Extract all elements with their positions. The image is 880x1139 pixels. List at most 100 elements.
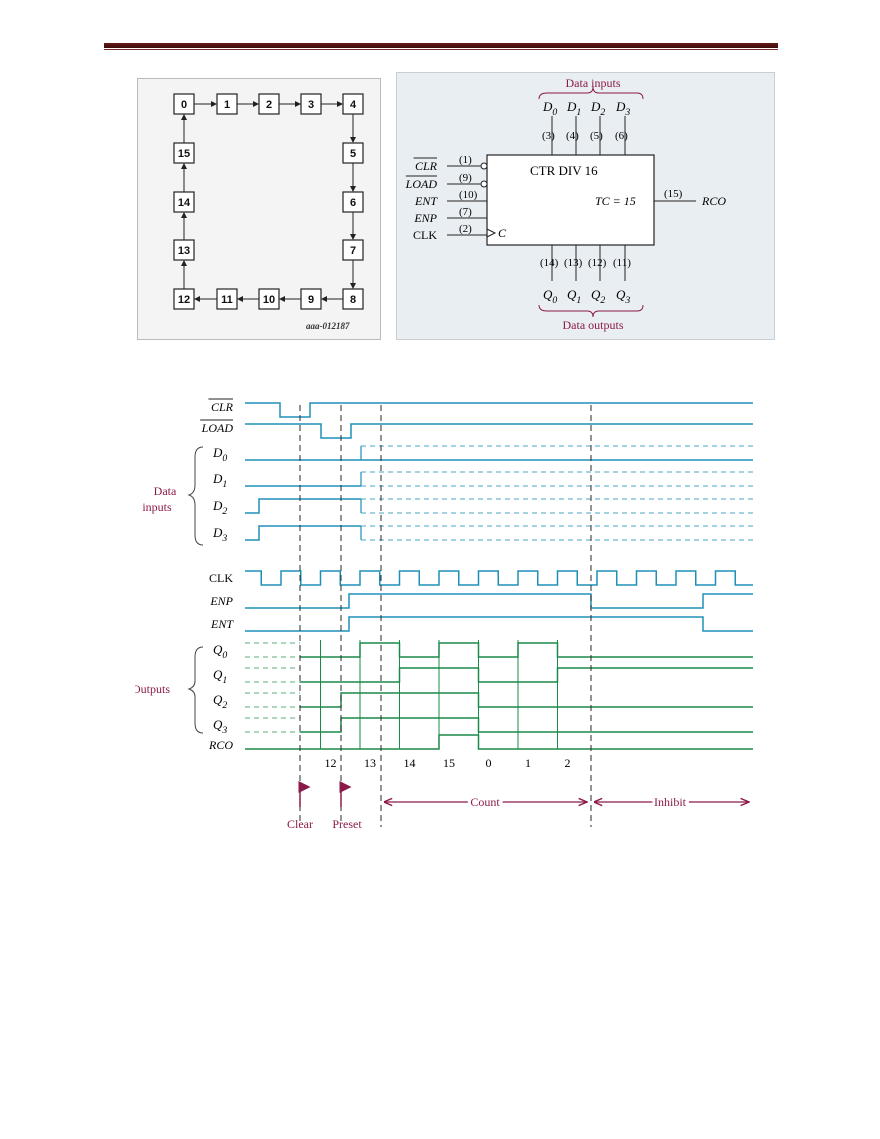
state-label: 13 — [178, 245, 190, 257]
input-pin-number: (2) — [459, 223, 472, 235]
data-brace — [187, 446, 204, 546]
inversion-bubble — [480, 162, 488, 170]
data-pin-number: (3) — [542, 130, 555, 142]
wave-q0 — [300, 642, 753, 658]
state-box — [342, 239, 364, 261]
input-pin-number: (7) — [459, 206, 472, 218]
input-name: CLR — [415, 159, 438, 173]
input-name: ENP — [413, 211, 437, 225]
data-inputs-label: Data inputs — [566, 76, 621, 90]
rco-pin-number: (15) — [664, 188, 683, 200]
wave-d2 — [245, 498, 361, 514]
state-label: 5 — [350, 148, 356, 160]
header-rule-thin — [104, 49, 778, 50]
count-number: 1 — [525, 756, 531, 770]
count-number: 12 — [325, 756, 337, 770]
state-label: 9 — [308, 294, 314, 306]
wave-q2 — [300, 692, 753, 708]
state-label: 11 — [221, 294, 233, 306]
state-label: 2 — [266, 99, 272, 111]
state-label: 14 — [178, 197, 191, 209]
data-pin-number: (6) — [615, 130, 628, 142]
diagram-caption: aaa-012187 — [306, 321, 350, 331]
state-box — [300, 93, 322, 115]
input-name: LOAD — [405, 177, 438, 191]
state-box — [173, 191, 195, 213]
signal-label-q1: Q1 — [213, 667, 227, 686]
data-pin-name: D0 — [542, 99, 557, 118]
state-label: 15 — [178, 148, 190, 160]
wave-ent — [245, 616, 753, 632]
state-box — [173, 288, 195, 310]
output-pin-number: (12) — [588, 257, 607, 269]
state-box — [342, 142, 364, 164]
clear-label: Clear — [287, 817, 313, 831]
data-pin-name: D3 — [615, 99, 630, 118]
clock-label: C — [498, 226, 507, 240]
state-label: 10 — [263, 294, 275, 306]
output-pin-name: Q2 — [591, 287, 605, 306]
state-box — [258, 93, 280, 115]
output-pin-number: (11) — [613, 257, 631, 269]
data-outputs-brace — [538, 304, 644, 318]
state-label: 4 — [350, 99, 357, 111]
wave-clk — [245, 570, 753, 586]
output-pin-name: Q3 — [616, 287, 630, 306]
count-number: 2 — [565, 756, 571, 770]
state-box — [300, 288, 322, 310]
group-data-label: Data — [154, 484, 177, 498]
count-number: 13 — [364, 756, 376, 770]
count-label: Count — [470, 795, 500, 809]
output-pin-name: Q1 — [567, 287, 581, 306]
counter-box — [486, 154, 655, 246]
group-outputs-label: Outputs — [135, 682, 170, 696]
state-box — [342, 93, 364, 115]
signal-label-d2: D2 — [212, 498, 227, 517]
wave-clr — [245, 402, 753, 418]
state-box — [173, 93, 195, 115]
preset-label: Preset — [332, 817, 362, 831]
state-box — [216, 288, 238, 310]
state-label: 0 — [181, 99, 187, 111]
signal-label-q2: Q2 — [213, 692, 227, 711]
state-label: 6 — [350, 197, 356, 209]
group-data-label-2: inputs — [142, 500, 172, 514]
state-label: 7 — [350, 245, 356, 257]
inversion-bubble — [480, 180, 488, 188]
state-label: 12 — [178, 294, 190, 306]
signal-label-clr: CLR — [211, 400, 234, 414]
wave-d3 — [245, 525, 361, 541]
clock-triangle — [486, 228, 497, 238]
state-box — [342, 191, 364, 213]
signal-label-q0: Q0 — [213, 642, 227, 661]
state-box — [216, 93, 238, 115]
data-pin-name: D2 — [590, 99, 605, 118]
count-number: 15 — [443, 756, 455, 770]
signal-label-q3: Q3 — [213, 717, 227, 736]
state-box — [173, 142, 195, 164]
rco-label: RCO — [701, 194, 726, 208]
data-pin-number: (5) — [590, 130, 603, 142]
state-label: 3 — [308, 99, 314, 111]
signal-label-ent: ENT — [210, 617, 234, 631]
counter-title: CTR DIV 16 — [530, 163, 598, 178]
input-name: CLK — [413, 228, 437, 242]
wave-q3 — [300, 717, 753, 733]
signal-label-rco: RCO — [208, 738, 233, 752]
inhibit-label: Inhibit — [654, 795, 687, 809]
timing-diagram: CLRLOADD0D1D2D3DatainputsCLKENPENTOutput… — [132, 398, 753, 831]
data-outputs-label: Data outputs — [563, 318, 624, 332]
data-pin-name: D1 — [566, 99, 581, 118]
outputs-brace — [187, 646, 204, 734]
data-pin-number: (4) — [566, 130, 579, 142]
state-box — [258, 288, 280, 310]
signal-label-load: LOAD — [201, 421, 234, 435]
input-name: ENT — [414, 194, 438, 208]
count-number: 0 — [486, 756, 492, 770]
wave-rco — [245, 734, 753, 750]
signal-label-enp: ENP — [209, 594, 233, 608]
